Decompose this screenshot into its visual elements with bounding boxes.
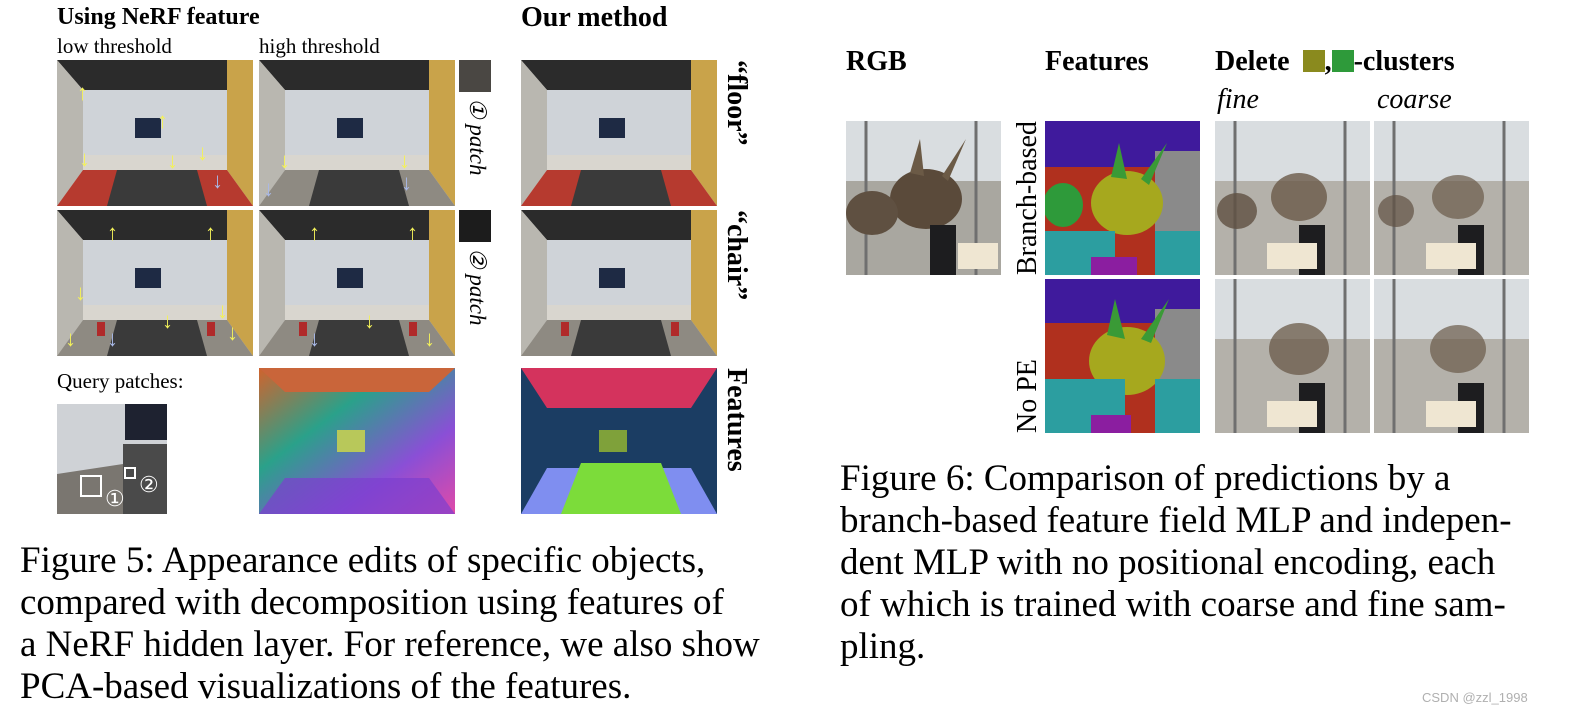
arrow-down-icon: ↓ (401, 170, 412, 195)
olive-cluster-swatch (1302, 50, 1325, 72)
fig5-col-high-threshold: high threshold (259, 34, 380, 58)
arrow-down-icon: ↓ (65, 326, 76, 351)
fig6-caption-line: pling. (840, 626, 926, 667)
features-pca-nerf (259, 368, 455, 514)
arrow-down-icon: ↓ (212, 168, 223, 193)
fig6-delete-nope-coarse (1374, 279, 1529, 433)
arrow-down-icon: ↓ (75, 280, 86, 305)
fig6-delete-nope-fine (1215, 279, 1370, 433)
arrow-down-icon: ↓ (424, 326, 435, 351)
fig6-col-delete: Delete , -clusters (1215, 46, 1455, 78)
fig6-delete-branch-coarse (1374, 121, 1529, 275)
fig5-caption-line: Figure 5: Appearance edits of specific o… (20, 540, 706, 581)
room-image-floor-ours (521, 60, 717, 206)
fig6-caption-line: dent MLP with no positional encoding, ea… (840, 542, 1496, 583)
fig5-caption-line: PCA-based visualizations of the features… (20, 666, 632, 707)
fig5-query-label: Query patches: (57, 369, 184, 393)
arrow-down-icon: ↓ (399, 148, 410, 173)
query-mark-2: ② (139, 472, 159, 497)
arrow-down-icon: ↓ (167, 148, 178, 173)
fig5-caption-line: compared with decomposition using featur… (20, 582, 724, 623)
fig6-caption: Figure 6: Comparison of predictions by a… (840, 458, 1534, 668)
arrow-down-icon: ↓ (162, 308, 173, 333)
fig5-caption: Figure 5: Appearance edits of specific o… (20, 540, 795, 708)
arrow-up-icon: ↑ (407, 220, 418, 245)
arrow-up-icon: ↑ (205, 220, 216, 245)
arrow-down-icon: ↓ (263, 176, 274, 201)
fig6-features-nope (1045, 279, 1200, 433)
arrow-down-icon: ↓ (309, 326, 320, 351)
query-patches-image: ① ② (57, 404, 167, 514)
fig6-delete-prefix: Delete (1215, 46, 1290, 77)
fig6-col-rgb: RGB (846, 46, 907, 77)
fig6-row-nope-label: No PE (1012, 359, 1043, 433)
fig5-row-features-label: Features (721, 368, 752, 472)
fig6-sub-fine: fine (1217, 84, 1259, 115)
fig6-delete-suffix: -clusters (1353, 46, 1455, 77)
arrow-down-icon: ↓ (279, 148, 290, 173)
fig6-sub-coarse: coarse (1377, 84, 1452, 115)
arrow-up-icon: ↑ (107, 220, 118, 245)
features-pca-ours (521, 368, 717, 514)
fig6-caption-line: of which is trained with coarse and fine… (840, 584, 1506, 625)
room-image-chair-low: ↑ ↑ ↓ ↓ ↓ ↓ ↓ ↓ (57, 210, 253, 356)
query-mark-1: ① (105, 486, 125, 511)
fig5-title-right: Our method (521, 2, 668, 33)
fig6-delete-sep: , (1324, 46, 1332, 77)
arrow-up-icon: ↑ (157, 108, 168, 133)
room-image-chair-ours (521, 210, 717, 356)
fig6-rgb-image (846, 121, 1001, 275)
arrow-down-icon: ↓ (107, 326, 118, 351)
fig5-patch1-label: ① patch (465, 98, 490, 176)
arrow-down-icon: ↓ (79, 146, 90, 171)
watermark: CSDN @zzl_1998 (1422, 690, 1528, 705)
arrow-up-icon: ↑ (309, 220, 320, 245)
room-image-floor-low: ↑ ↑ ↓ ↓ ↓ ↓ (57, 60, 253, 206)
fig6-features-branch (1045, 121, 1200, 275)
fig6-row-branch-label: Branch-based (1012, 121, 1043, 275)
room-image-chair-high: ↑ ↑ ↓ ↓ ↓ (259, 210, 455, 356)
fig6-caption-line: branch-based feature field MLP and indep… (840, 500, 1512, 541)
fig6-caption-line: Figure 6: Comparison of predictions by a (840, 458, 1451, 499)
arrow-up-icon: ↑ (77, 80, 88, 105)
room-image-floor-high: ↓ ↓ ↓ ↓ (259, 60, 455, 206)
arrow-down-icon: ↓ (217, 298, 228, 323)
fig5-row-floor-label: “floor” (721, 60, 752, 146)
fig5-col-low-threshold: low threshold (57, 34, 172, 58)
fig5-caption-line: a NeRF hidden layer. For reference, we a… (20, 624, 760, 665)
arrow-down-icon: ↓ (227, 320, 238, 345)
green-cluster-swatch (1331, 50, 1354, 72)
fig5-title-left: Using NeRF feature (57, 4, 260, 30)
patch1-thumbnail (459, 60, 491, 92)
fig5-patch2-label: ② patch (465, 248, 490, 326)
fig6-delete-branch-fine (1215, 121, 1370, 275)
arrow-down-icon: ↓ (364, 308, 375, 333)
patch2-thumbnail (459, 210, 491, 242)
fig5-row-chair-label: “chair” (721, 210, 752, 301)
arrow-down-icon: ↓ (197, 140, 208, 165)
fig6-col-features: Features (1045, 46, 1149, 77)
